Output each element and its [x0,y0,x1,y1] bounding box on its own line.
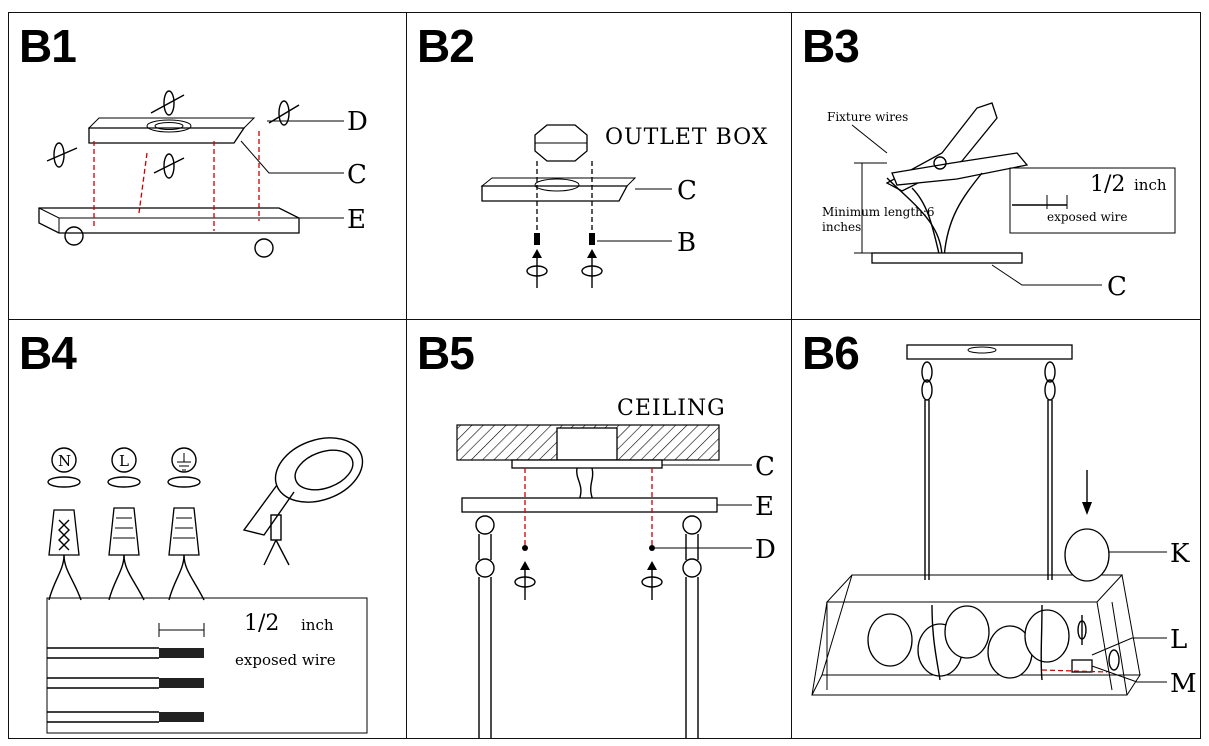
label-half: 1/2 [244,611,279,636]
step-label: B1 [19,20,77,72]
lantern-frame [811,574,1141,696]
crossbar-c [88,127,246,144]
symbol-n: N [58,452,71,470]
bulb-icon [1077,615,1087,645]
crossbar-c [481,185,629,202]
stripped-wire-icon [47,647,204,723]
callout-b: B [677,228,696,258]
step-label: B3 [802,20,860,72]
callout-outlet-box: OUTLET BOX [605,125,768,150]
rotate-arrow-icon [514,561,663,600]
callout-l: L [1170,625,1187,655]
screw-b-icon [534,233,595,245]
step-label: B5 [417,327,475,379]
canopy-e [38,207,300,234]
panel-b4: B4 N L [8,319,408,739]
label-inch: inch [301,616,334,634]
callout-c: C [347,160,367,190]
screw-rotate-icon [46,90,300,179]
outlet-box [556,427,618,461]
exposed-wire-inset [46,597,368,734]
panel-b6: B6 [791,319,1201,739]
b3-drawing: Fixture wires Minimum length:6 inches 1/… [822,102,1176,302]
b1-drawing: D C E [38,90,368,258]
symbol-l: L [119,452,129,470]
panel-b3: B3 Fixture wires [791,12,1201,321]
canopy-e [461,497,718,513]
callout-c: C [1107,272,1127,302]
chain-link-icon [475,515,702,578]
socket-m-icon [1071,659,1093,673]
globe-k-icon [1064,528,1110,582]
step-label: B4 [19,327,77,379]
rotate-arrow-icon [526,249,603,288]
label-ceiling: CEILING [617,396,726,421]
callout-k: K [1170,539,1190,569]
b6-drawing: K L M [811,344,1197,699]
electrical-tape-icon [242,437,364,536]
b4-drawing: N L [46,437,368,734]
panel-b2: B2 [406,12,793,321]
callout-d: D [347,107,368,137]
callout-c: C [677,176,697,206]
b5-drawing: CEILING [456,396,776,738]
crossbar-c [871,252,1023,264]
glass-globe-icon [867,605,1070,679]
exposed-wire-inset [1009,167,1176,234]
label-half: 1/2 [1090,172,1125,197]
down-arrow-icon [1082,502,1092,515]
label-min-length: Minimum length:6 [822,205,935,219]
live-symbol-icon [111,447,137,473]
step-label: B2 [417,20,475,72]
callout-c: C [755,452,775,482]
wire-nut-icon [48,507,200,556]
label-exposed-wire: exposed wire [235,651,336,669]
step-label: B6 [802,327,860,379]
panel-b1: B1 [8,12,408,321]
wire-stripper-icon [885,102,1029,192]
rotate-arrow-icon [1108,649,1120,671]
crossbar-c [511,459,663,469]
ground-symbol-icon [171,447,197,473]
b2-drawing: OUTLET BOX C B [480,124,768,288]
chain-link-icon [921,361,1056,401]
callout-m: M [1170,669,1197,699]
label-fixture-wires: Fixture wires [827,110,908,124]
neutral-symbol-icon [51,447,77,473]
canopy [906,344,1073,360]
taped-wire-icon [263,514,290,566]
label-exposed-wire: exposed wire [1047,210,1127,224]
twist-arrow-icon [47,476,201,488]
callout-e: E [347,205,366,235]
label-inch: inch [1134,176,1167,194]
callout-d: D [755,535,776,565]
label-inches: inches [822,220,861,234]
callout-e: E [755,492,774,522]
panel-b5: B5 CEILING [406,319,793,739]
